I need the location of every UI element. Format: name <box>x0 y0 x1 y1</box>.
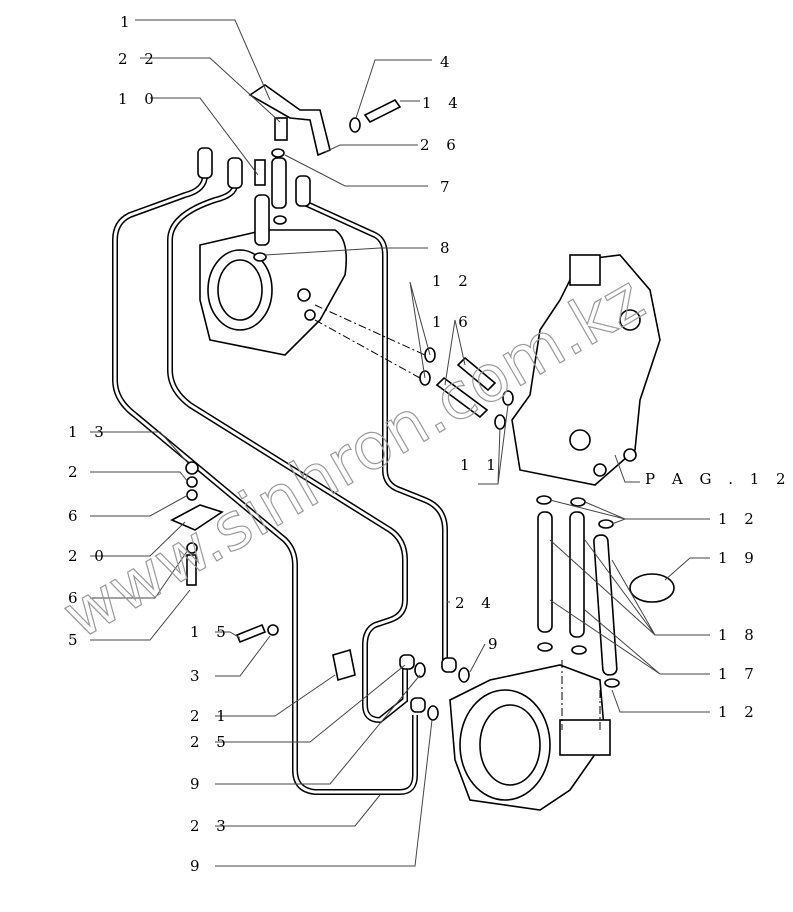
upper-flange-housing <box>199 229 348 356</box>
tubes-17-18 <box>536 495 620 688</box>
callout-pag-12: P A G . 1 2 <box>645 470 792 488</box>
callout-18: 1 8 <box>718 626 760 644</box>
plug-19 <box>629 573 675 603</box>
callout-25: 2 5 <box>190 733 232 751</box>
callout-17: 1 7 <box>718 665 760 683</box>
callout-14: 1 4 <box>422 94 464 112</box>
callout-6: 6 <box>68 507 84 525</box>
left-hardware <box>170 461 470 721</box>
callout-8: 8 <box>440 239 456 257</box>
control-valve-block <box>511 254 661 486</box>
callout-9: 9 <box>190 775 206 793</box>
callout-13: 1 3 <box>68 423 110 441</box>
top-fittings <box>197 84 402 262</box>
callout-labels: 1 2 2 1 0 4 1 4 2 6 7 8 1 2 1 6 1 1 P A … <box>68 13 792 875</box>
callout-3: 3 <box>190 667 206 685</box>
lower-flange-housing <box>449 664 611 811</box>
callout-10: 1 0 <box>118 90 160 108</box>
callout-21: 2 1 <box>190 707 232 725</box>
callout-4: 4 <box>440 53 456 71</box>
callout-11: 1 1 <box>460 456 502 474</box>
callout-19: 1 9 <box>718 549 760 567</box>
callout-22: 2 2 <box>118 50 160 68</box>
callout-16: 1 6 <box>432 313 474 331</box>
callout-12: 1 2 <box>718 510 760 528</box>
callout-6: 6 <box>68 589 84 607</box>
callout-15: 1 5 <box>190 623 232 641</box>
callout-12: 1 2 <box>432 272 474 290</box>
callout-23: 2 3 <box>190 817 232 835</box>
callout-5: 5 <box>68 631 84 649</box>
callout-24: 2 4 <box>455 594 497 612</box>
bracket-1 <box>248 84 331 157</box>
callout-7: 7 <box>440 178 456 196</box>
callout-1: 1 <box>120 13 136 31</box>
callout-12: 1 2 <box>718 703 760 721</box>
callout-20: 2 0 <box>68 547 110 565</box>
callout-9: 9 <box>488 635 504 653</box>
leader-lines <box>90 19 710 867</box>
callout-26: 2 6 <box>420 136 462 154</box>
callout-9: 9 <box>190 857 206 875</box>
callout-2: 2 <box>68 463 84 481</box>
tubes-16 <box>419 347 514 430</box>
pipes <box>112 160 448 795</box>
